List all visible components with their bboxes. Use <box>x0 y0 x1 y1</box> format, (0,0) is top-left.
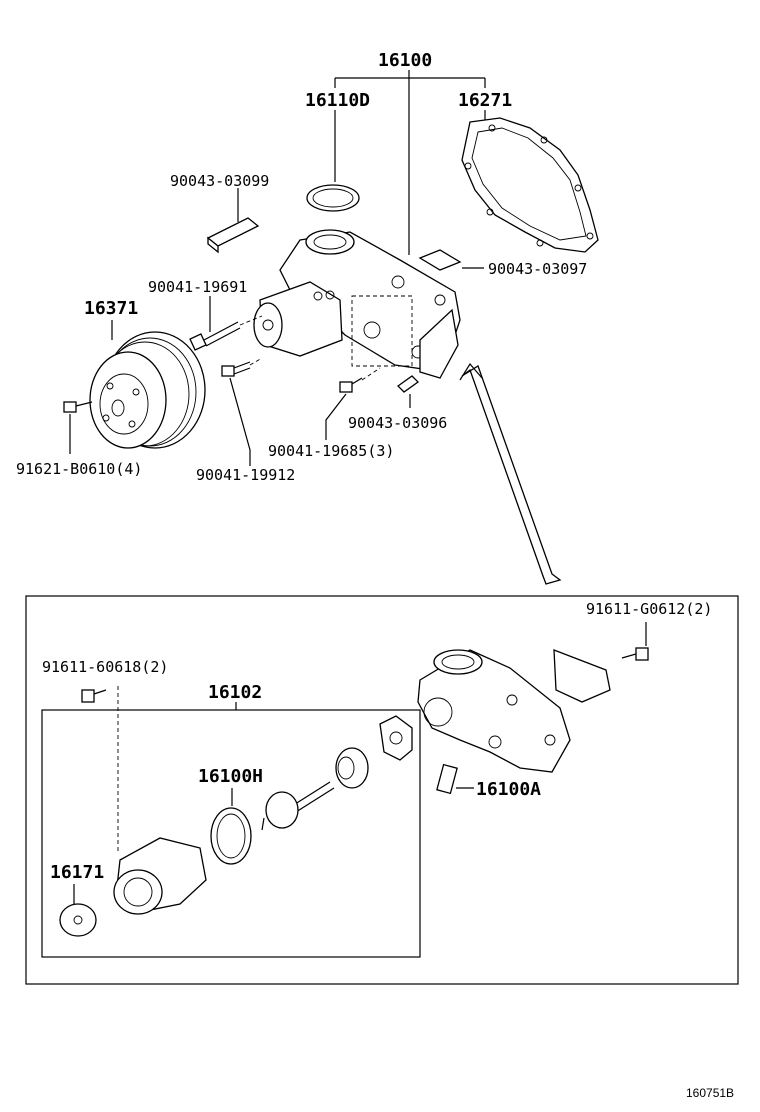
label-16371: 16371 <box>84 298 138 319</box>
o-ring-16100h-part <box>210 788 252 865</box>
bolt-91621-b0610-part <box>63 401 93 454</box>
bolt-90041-19912-part <box>221 357 263 466</box>
pin-90043-03099-part <box>206 188 260 254</box>
detail-arrow <box>459 362 562 585</box>
o-ring-16110d-part <box>306 184 360 212</box>
label-16102: 16102 <box>208 682 262 703</box>
label-16100h: 16100H <box>198 766 263 787</box>
label-16100a: 16100A <box>476 779 541 800</box>
seal-part <box>335 747 369 789</box>
impeller-part <box>379 715 413 761</box>
detail-frame <box>25 595 739 985</box>
pin-90043-03096-part <box>396 375 420 408</box>
bolt-90041-19691-part <box>189 296 263 351</box>
label-90043-03096: 90043-03096 <box>348 414 447 432</box>
assembly-16100-bracket <box>334 70 486 255</box>
sub-assembly-16102-frame <box>41 709 421 958</box>
label-16271: 16271 <box>458 90 512 111</box>
pulley-16371-part <box>89 320 206 449</box>
water-pump-housing-lower-part <box>417 649 611 773</box>
label-90043-03099: 90043-03099 <box>170 172 269 190</box>
gasket-16271-part <box>461 117 599 253</box>
water-pump-housing-upper-part <box>253 229 461 379</box>
label-90041-19685: 90041-19685(3) <box>268 442 394 460</box>
label-16171: 16171 <box>50 862 104 883</box>
pin-90043-03097-part <box>418 249 484 271</box>
sensor-16100a-part <box>436 763 474 795</box>
label-16100: 16100 <box>378 50 432 71</box>
label-90043-03097: 90043-03097 <box>488 260 587 278</box>
label-16110d: 16110D <box>305 90 370 111</box>
pump-body-part <box>59 837 207 937</box>
label-91611-60618: 91611-60618(2) <box>42 658 168 676</box>
label-90041-19912: 90041-19912 <box>196 466 295 484</box>
bolt-91611-60618-part <box>81 686 119 854</box>
label-90041-19691: 90041-19691 <box>148 278 247 296</box>
label-91621-b0610: 91621-B0610(4) <box>16 460 142 478</box>
label-91611-g0612: 91611-G0612(2) <box>586 600 712 618</box>
bolt-91611-g0612-part <box>621 622 649 661</box>
diagram-reference: 160751B <box>686 1086 734 1100</box>
bolt-90041-19685-part <box>325 367 381 440</box>
shaft-bearing-part <box>261 781 335 831</box>
